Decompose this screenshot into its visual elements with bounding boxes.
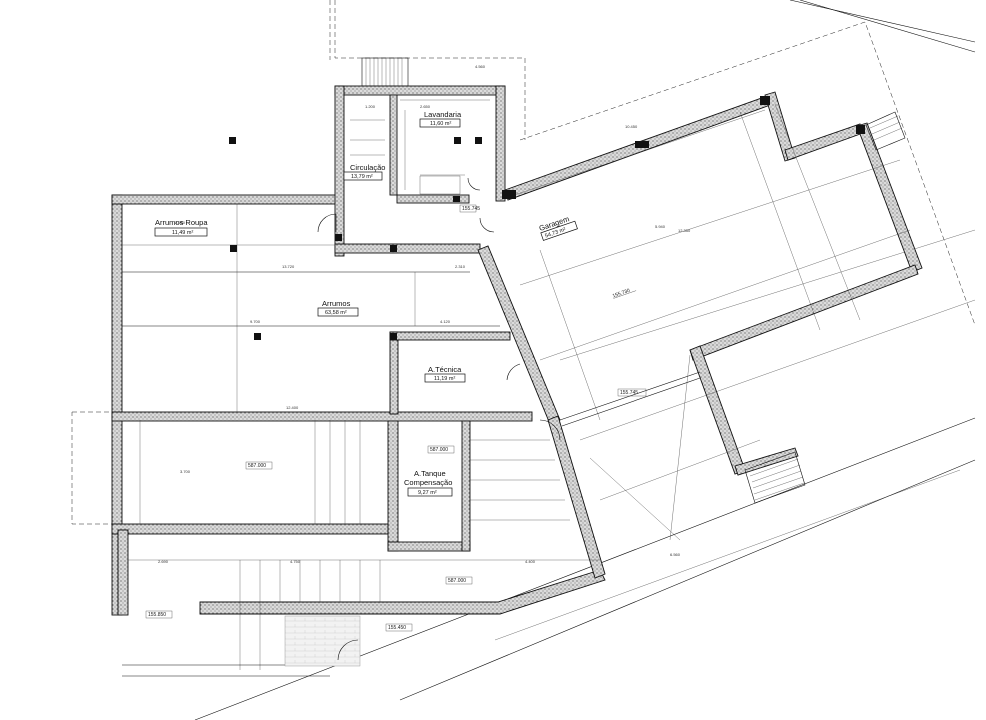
svg-text:11,19 m²: 11,19 m² (434, 376, 455, 382)
svg-text:155.850: 155.850 (148, 612, 166, 618)
svg-text:Arrumos: Arrumos (322, 299, 351, 308)
svg-text:587.000: 587.000 (430, 447, 448, 453)
svg-text:4.400: 4.400 (525, 559, 536, 564)
paved-area (284, 615, 361, 667)
svg-text:Compensação: Compensação (404, 478, 452, 487)
room-arrumos: Arrumos 63,58 m² (317, 299, 359, 317)
svg-text:11,60 m²: 11,60 m² (430, 121, 451, 127)
svg-text:3.700: 3.700 (180, 469, 191, 474)
svg-text:A.Tanque: A.Tanque (414, 469, 446, 478)
svg-text:A.Técnica: A.Técnica (428, 365, 462, 374)
svg-text:13.720: 13.720 (282, 264, 295, 269)
site-lines (71, 0, 976, 720)
svg-text:12.350: 12.350 (678, 228, 691, 233)
svg-text:6.560: 6.560 (670, 552, 681, 557)
svg-text:155.745: 155.745 (462, 206, 480, 212)
svg-text:10.450: 10.450 (625, 124, 638, 129)
svg-text:587.000: 587.000 (248, 463, 266, 469)
svg-text:4.750: 4.750 (290, 559, 301, 564)
svg-text:11,49 m²: 11,49 m² (172, 230, 193, 236)
level-garage-step: 155.745 (617, 388, 647, 397)
svg-text:587.000: 587.000 (448, 578, 466, 584)
room-tanque: A.Tanque Compensação 9,27 m² (404, 469, 452, 497)
svg-text:4.120: 4.120 (440, 319, 451, 324)
level-tank: 587.000 (427, 445, 455, 454)
svg-text:Circulação: Circulação (350, 163, 385, 172)
walls-garage (477, 91, 923, 579)
interior-lines (122, 99, 976, 677)
svg-text:1.200: 1.200 (365, 104, 376, 109)
level-exterior-left: 155.850 (145, 610, 173, 619)
svg-text:13,79 m²: 13,79 m² (351, 174, 373, 180)
svg-text:4.560: 4.560 (475, 64, 486, 69)
room-tecnica: A.Técnica 11,19 m² (424, 365, 466, 383)
room-circulacao: Circulação 13,79 m² (343, 163, 385, 181)
top-stairs (361, 57, 409, 87)
doors (317, 177, 561, 661)
room-lavandaria: Lavandaria 11,60 m² (419, 110, 462, 128)
bottom-right-stairs (744, 451, 806, 504)
svg-text:2.310: 2.310 (455, 264, 466, 269)
svg-text:Arrumos Roupa: Arrumos Roupa (155, 218, 208, 227)
right-top-stairs (865, 111, 906, 151)
svg-text:12.400: 12.400 (286, 405, 299, 410)
svg-text:155.745: 155.745 (620, 390, 638, 396)
svg-text:2.650: 2.650 (420, 104, 431, 109)
room-arrumos-roupa: Arrumos Roupa 11,49 m² (154, 218, 208, 237)
level-markers: 155.730 155.745 587.000 587.000 587.000 … (145, 204, 647, 632)
svg-text:155.450: 155.450 (388, 625, 406, 631)
level-pool: 587.000 (245, 461, 273, 470)
svg-text:2.950: 2.950 (175, 220, 186, 225)
columns (229, 96, 865, 340)
svg-text:9,27 m²: 9,27 m² (418, 490, 437, 496)
room-garagem: Garagem 54,73 m² (538, 214, 578, 241)
svg-text:63,58 m²: 63,58 m² (325, 310, 347, 316)
level-garage: 155.730 (612, 288, 637, 300)
svg-text:Lavandaria: Lavandaria (424, 110, 462, 119)
walls-left-block (111, 85, 606, 616)
svg-text:9.700: 9.700 (250, 319, 261, 324)
svg-text:155.730: 155.730 (612, 288, 631, 300)
dimension-labels: 2.950 13.720 9.700 4.120 2.310 12.400 3.… (158, 64, 691, 564)
level-lower: 587.000 (445, 576, 473, 585)
level-circulation-small: 155.745 (459, 204, 480, 213)
svg-text:2.690: 2.690 (158, 559, 169, 564)
level-exterior-bottom: 155.450 (385, 623, 413, 632)
svg-text:5.940: 5.940 (655, 224, 666, 229)
